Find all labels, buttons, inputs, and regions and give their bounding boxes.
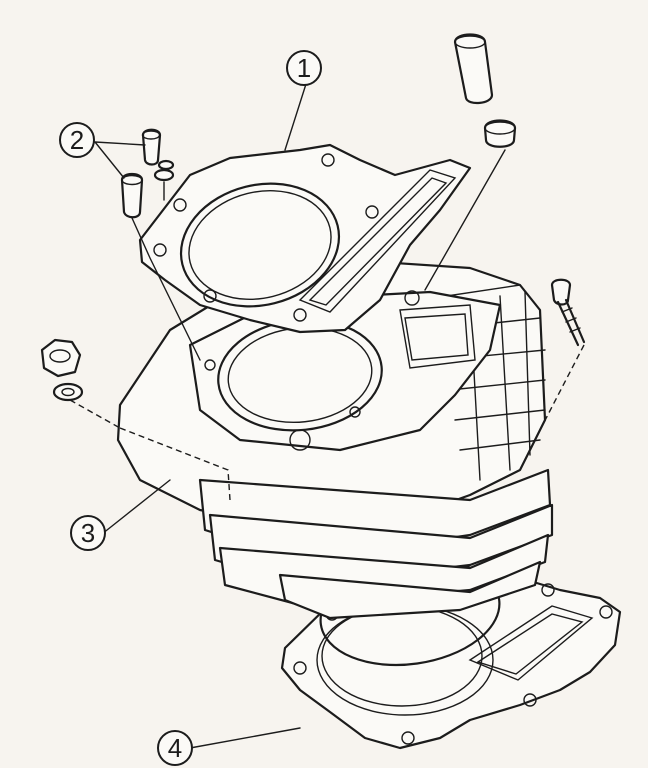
leader-lines bbox=[94, 83, 307, 749]
dowel-pins bbox=[120, 128, 201, 361]
callout-3-label: 3 bbox=[81, 518, 95, 548]
head-gasket bbox=[138, 143, 472, 334]
callout-2-label: 2 bbox=[70, 125, 84, 155]
right-dowel-and-seal bbox=[424, 33, 517, 291]
side-bolt bbox=[539, 278, 586, 431]
cylinder-block bbox=[69, 260, 554, 620]
callout-4: 4 bbox=[157, 730, 193, 766]
callout-1: 1 bbox=[286, 50, 322, 86]
base-gasket bbox=[280, 557, 622, 750]
callout-2: 2 bbox=[59, 122, 95, 158]
callout-1-label: 1 bbox=[297, 53, 311, 83]
callout-3: 3 bbox=[70, 515, 106, 551]
callout-4-label: 4 bbox=[168, 733, 182, 763]
nut-and-washer bbox=[40, 338, 84, 402]
